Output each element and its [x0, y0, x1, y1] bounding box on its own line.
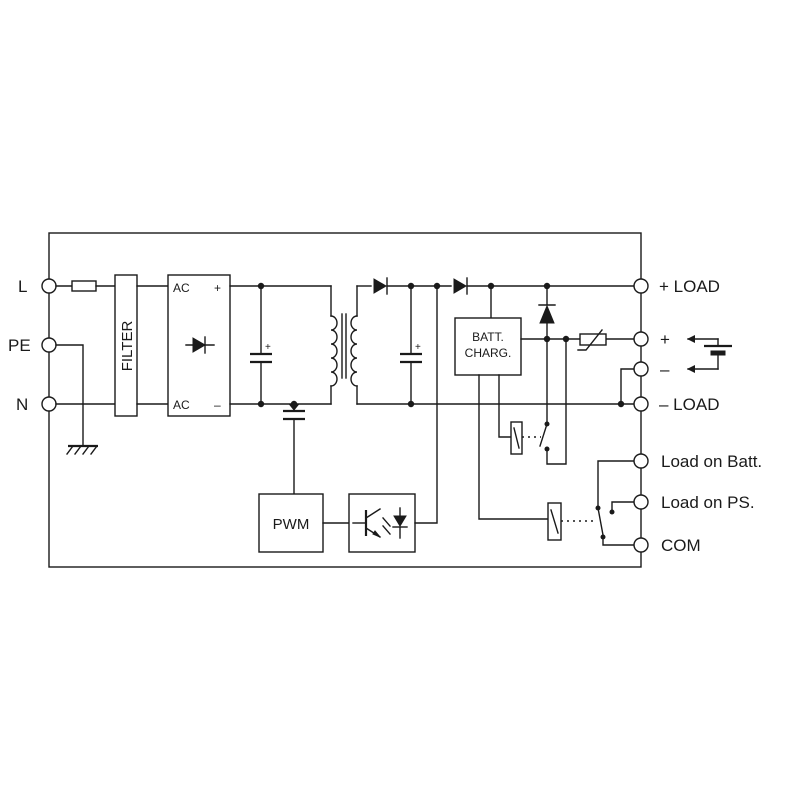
transformer-icon — [330, 285, 358, 405]
rectifier-ac-bottom-label: AC — [173, 398, 190, 412]
batt-charger-label-line1: BATT. — [472, 330, 504, 344]
terminal-pe[interactable] — [41, 337, 57, 353]
output-terminals: + LOAD + – – LOAD Load on Batt. Load on … — [633, 277, 762, 555]
terminal-com-label: COM — [661, 536, 701, 555]
terminal-batt-minus[interactable] — [633, 361, 649, 377]
terminal-batt-plus-label: + — [660, 330, 670, 349]
secondary-capacitor-plus: + — [415, 342, 421, 353]
terminal-pe-label: PE — [8, 336, 31, 355]
relay-2-icon — [547, 502, 562, 541]
battery-icon — [687, 335, 732, 373]
pwm-label: PWM — [273, 516, 310, 533]
pwm-block — [258, 493, 324, 553]
terminal-minus-load-label: – LOAD — [659, 395, 719, 414]
terminal-load-on-ps-label: Load on PS. — [661, 493, 755, 512]
relay-1-switch-icon — [539, 338, 567, 465]
ground-icon — [66, 444, 98, 455]
primary-capacitor-icon: + — [250, 285, 272, 405]
terminal-batt-minus-label: – — [660, 360, 670, 379]
terminal-plus-load[interactable] — [633, 278, 649, 294]
terminal-l-label: L — [18, 277, 27, 296]
secondary-capacitor-icon: + — [400, 285, 422, 405]
rectifier-plus-label: + — [214, 281, 221, 295]
mosfet-icon — [283, 403, 305, 495]
bridge-rectifier-icon — [185, 336, 215, 354]
rectifier-ac-top-label: AC — [173, 281, 190, 295]
terminal-n[interactable] — [41, 396, 57, 412]
protection-diode-icon — [538, 285, 556, 340]
terminal-n-label: N — [16, 395, 28, 414]
batt-charger-label-line2: CHARG. — [465, 346, 512, 360]
rectifier-minus-label: – — [214, 398, 221, 412]
relay-2-switch-icon — [595, 460, 642, 546]
optocoupler-icon — [352, 507, 408, 539]
fuse-icon — [71, 280, 97, 292]
terminal-l[interactable] — [41, 278, 57, 294]
terminal-batt-plus[interactable] — [633, 331, 649, 347]
relay-1-icon — [510, 421, 523, 455]
terminal-minus-load[interactable] — [633, 396, 649, 412]
filter-block — [114, 274, 138, 417]
terminal-load-on-batt[interactable] — [633, 453, 649, 469]
input-terminals: L PE N — [8, 277, 57, 414]
output-diode-2-icon — [453, 277, 468, 295]
terminal-load-on-batt-label: Load on Batt. — [661, 452, 762, 471]
filter-label: FILTER — [119, 321, 136, 372]
ptc-resistor-icon — [577, 329, 607, 351]
terminal-load-on-ps[interactable] — [633, 494, 649, 510]
batt-charger-block — [454, 317, 522, 376]
primary-capacitor-plus: + — [265, 342, 271, 353]
terminal-plus-load-label: + LOAD — [659, 277, 720, 296]
terminal-com[interactable] — [633, 537, 649, 553]
output-diode-1-icon — [373, 277, 388, 295]
